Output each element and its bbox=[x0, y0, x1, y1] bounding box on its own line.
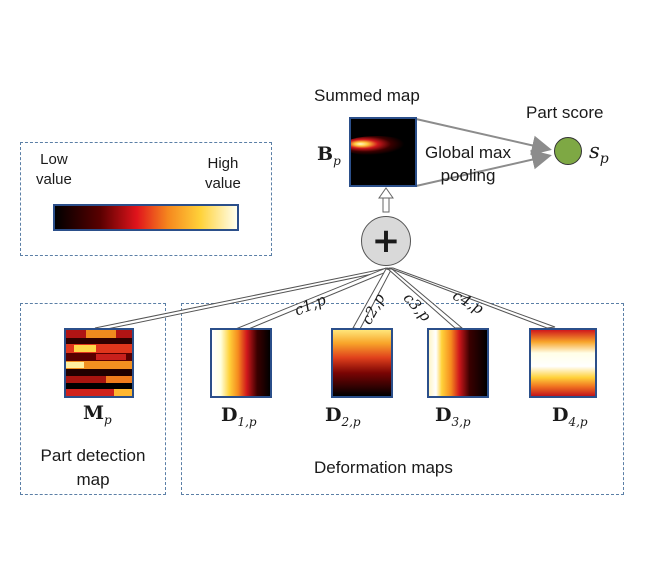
part-score-symbol: sp bbox=[589, 139, 609, 167]
deformation-group-box bbox=[181, 303, 624, 495]
deformation-map-1-sub: 1,p bbox=[237, 414, 257, 429]
deformation-map-1-symbol: D1,p bbox=[221, 404, 257, 429]
deformation-map-3-symbol: D3,p bbox=[435, 404, 471, 429]
summed-map-symbol-letter: B bbox=[317, 143, 334, 165]
deformation-map-1 bbox=[210, 328, 272, 398]
detection-map-symbol-letter: M bbox=[83, 402, 105, 424]
sum-arrow bbox=[378, 187, 394, 213]
deformation-map-2 bbox=[331, 328, 393, 398]
summed-map-symbol: Bp bbox=[317, 143, 341, 168]
deformation-map-4-symbol: D4,p bbox=[552, 404, 588, 429]
deformation-map-3-sub: 3,p bbox=[451, 414, 471, 429]
deformation-map-4-sub: 4,p bbox=[568, 414, 588, 429]
detection-group-box bbox=[20, 303, 166, 495]
deformation-map-1-letter: D bbox=[221, 404, 238, 426]
summed-map-symbol-sub: p bbox=[333, 153, 341, 168]
deformation-map-3 bbox=[427, 328, 489, 398]
legend-high-label: High value bbox=[205, 155, 241, 192]
deformation-map-2-letter: D bbox=[325, 404, 342, 426]
part-score-title: Part score bbox=[526, 103, 604, 122]
detection-map-symbol: Mp bbox=[83, 402, 112, 427]
pooling-label: Global max pooling bbox=[425, 143, 511, 185]
deformation-map-4-letter: D bbox=[552, 404, 569, 426]
part-score-node bbox=[554, 137, 582, 165]
summed-map-title: Summed map bbox=[314, 86, 420, 105]
detection-map-image bbox=[64, 328, 134, 398]
legend-low-label: Low value bbox=[36, 151, 72, 188]
deformation-caption: Deformation maps bbox=[314, 458, 453, 477]
sum-node bbox=[361, 216, 411, 266]
part-score-symbol-sub: p bbox=[599, 151, 609, 168]
summed-map-image bbox=[349, 117, 417, 187]
detection-caption: Part detection map bbox=[40, 446, 146, 489]
deformation-map-3-letter: D bbox=[435, 404, 452, 426]
part-score-symbol-letter: s bbox=[589, 139, 600, 163]
detection-map-symbol-sub: p bbox=[104, 412, 112, 427]
deformation-map-2-symbol: D2,p bbox=[325, 404, 361, 429]
legend-box bbox=[20, 142, 272, 256]
legend-colorbar bbox=[53, 204, 239, 231]
deformation-map-2-sub: 2,p bbox=[341, 414, 361, 429]
sum-node-symbol: + bbox=[371, 221, 401, 261]
deformation-map-4 bbox=[529, 328, 597, 398]
